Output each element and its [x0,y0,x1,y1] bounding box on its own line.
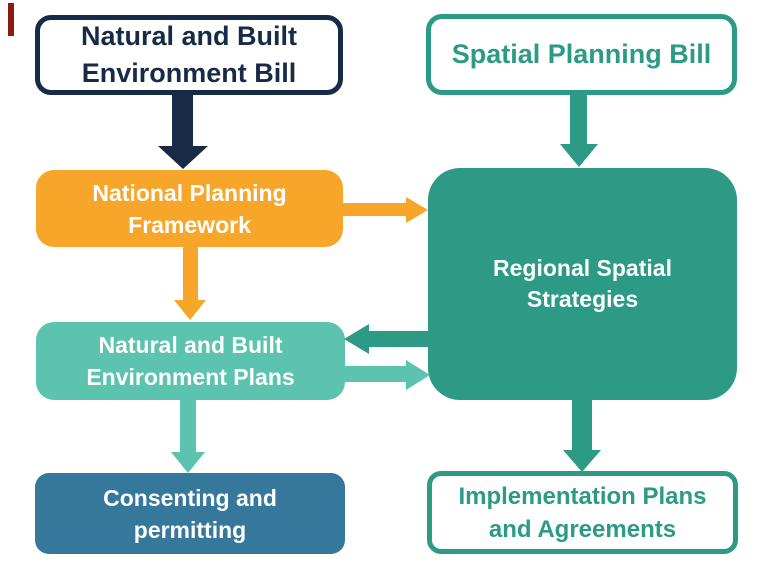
arrow-shaft [183,245,198,302]
arrow-head-right-icon [406,360,430,390]
box-implementation-plans-agreements: Implementation Plans and Agreements [427,471,738,554]
box-label-line: Implementation Plans [458,482,707,510]
arrow-head-down-icon [171,452,205,473]
arrow-head-right-icon [406,197,428,223]
arrow-shaft [180,398,196,454]
box-label-line: Environment Plans [86,364,295,390]
arrow-head-down-icon [158,146,208,169]
box-label-line: permitting [133,516,247,543]
arrow-head-down-icon [563,450,601,472]
arrow-shaft [340,203,408,216]
arrow-shaft [572,398,592,452]
slide-edge-mark [8,3,14,36]
box-label-line: Natural and Built [98,332,283,358]
arrow-shaft [368,331,430,347]
box-label-line: Spatial Planning Bill [451,39,712,69]
box-label-line: Environment Bill [81,58,297,88]
box-natural-built-environment-bill: Natural and Built Environment Bill [35,15,343,95]
box-label-line: and Agreements [488,515,677,543]
box-natural-built-environment-plans: Natural and Built Environment Plans [36,322,345,400]
arrow-head-left-icon [344,324,369,354]
box-spatial-planning-bill: Spatial Planning Bill [426,14,737,95]
arrow-head-down-icon [560,144,598,167]
box-label-line: Consenting and [103,484,277,511]
box-label-line: National Planning [92,179,287,206]
box-consenting-and-permitting: Consenting and permitting [35,473,345,554]
box-label-line: Regional Spatial [493,255,672,281]
arrow-shaft [343,366,407,382]
box-label-line: Framework [128,211,251,238]
arrow-shaft [172,92,193,148]
arrow-shaft [570,93,587,145]
box-label-line: Strategies [526,286,639,312]
arrow-head-down-icon [174,300,206,320]
box-label-line: Natural and Built [80,21,297,51]
box-regional-spatial-strategies: Regional Spatial Strategies [428,168,737,400]
box-national-planning-framework: National Planning Framework [36,170,343,247]
